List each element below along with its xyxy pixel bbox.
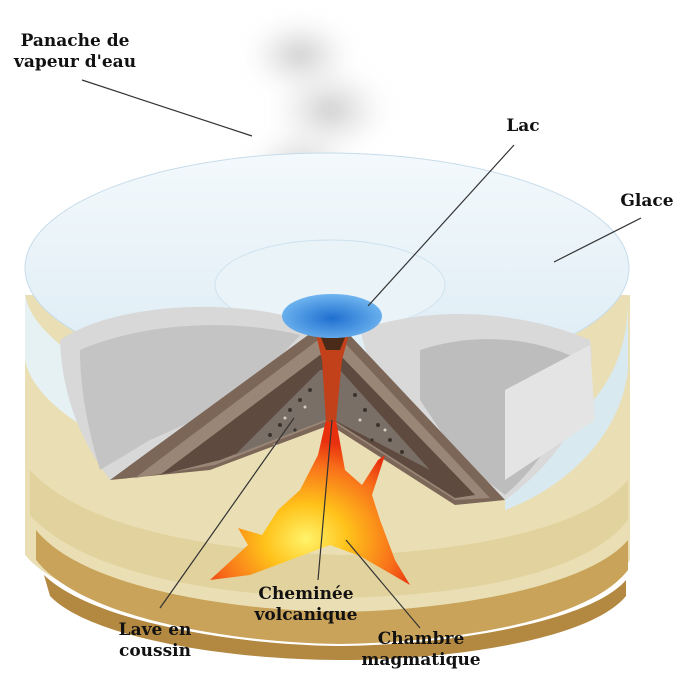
magma-chamber — [210, 420, 410, 585]
label-lake: Lac — [506, 116, 539, 136]
leader-chamber — [345, 539, 421, 629]
leader-conduit — [317, 419, 333, 581]
volcano-cone — [110, 330, 505, 505]
label-pillow-line2: coussin — [119, 641, 191, 661]
label-conduit-line1: Cheminée — [258, 584, 353, 604]
leader-pillow — [159, 417, 295, 609]
label-ice: Glace — [620, 191, 673, 211]
label-chamber-line1: Chambre — [378, 629, 465, 649]
labels: Panache de vapeur d'eau Lac Glace Lave e… — [13, 31, 674, 670]
leader-plume — [81, 79, 253, 137]
volcanic-conduit — [315, 330, 350, 422]
label-plume-line1: Panache de — [21, 31, 130, 51]
leader-lines — [81, 79, 642, 629]
label-chamber-line2: magmatique — [361, 650, 480, 670]
label-conduit-line2: volcanique — [254, 605, 358, 625]
leader-lake — [367, 144, 515, 307]
crater-lake — [282, 294, 382, 338]
label-plume-line2: vapeur d'eau — [13, 52, 136, 72]
label-pillow-line1: Lave en — [119, 620, 192, 640]
leader-ice — [553, 217, 642, 263]
